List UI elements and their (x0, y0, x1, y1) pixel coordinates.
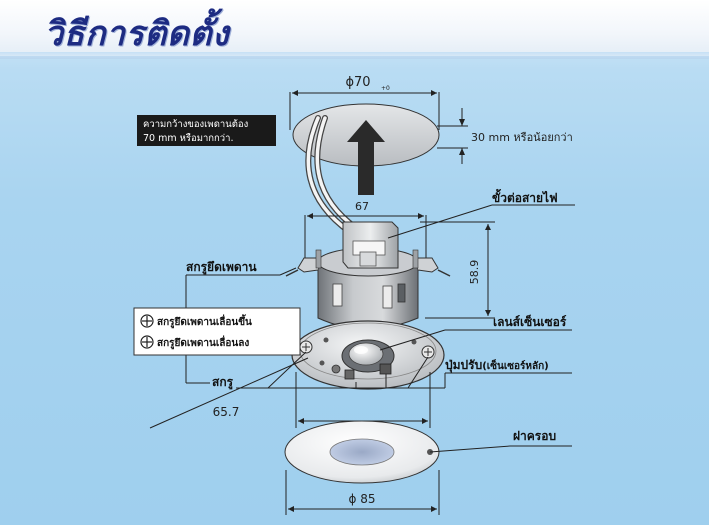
adjust-knob-label: ปุ่มปรับ(เซ็นเซอร์หลัก) (445, 358, 549, 373)
screw-down-label: สกรูยึดเพดานเลื่อนลง (157, 335, 249, 350)
screw-leader (236, 351, 429, 389)
dim-thickness (437, 108, 468, 164)
cover-leader (429, 445, 572, 453)
dim-phi70 (289, 90, 440, 130)
diameter-bottom-label: ϕ 85 (349, 492, 376, 506)
page-title: วิธีการติดตั้ง (44, 14, 230, 54)
sensor-body (285, 221, 451, 330)
cover-label: ฝาครอบ (513, 429, 556, 443)
hole-width-note-line2: 70 mm หรือมากกว่า. (143, 133, 234, 144)
ceiling-screw-label: สกรูยึดเพดาน (186, 260, 257, 275)
dim-58-9 (420, 221, 495, 319)
cover (284, 420, 440, 484)
width-67-label: 67 (355, 200, 369, 213)
hole-width-note: ความกว้างของเพดานต้อง 70 mm หรือมากกว่า. (137, 115, 276, 146)
sensor-flange (291, 320, 445, 390)
hole-width-note-line1: ความกว้างของเพดานต้อง (143, 119, 248, 130)
sensor-lens-label: เลนส์เซ็นเซอร์ (493, 314, 567, 329)
up-arrow-icon (347, 120, 385, 195)
diameter-top-label: ϕ70 (345, 75, 370, 90)
adjust-knob-main: ปุ่มปรับ (445, 358, 482, 373)
dim-65-7-label: 65.7 (213, 405, 240, 419)
screw-label: สกรู (212, 375, 234, 390)
terminal-label: ขั้วต่อสายไฟ (492, 188, 558, 205)
adjust-knob-sub: (เซ็นเซอร์หลัก) (482, 358, 549, 372)
header-bar: วิธีการติดตั้ง (0, 0, 709, 59)
screw-up-label: สกรูยึดเพดานเลื่อนขึ้น (157, 314, 252, 329)
screw-legend: สกรูยึดเพดานเลื่อนขึ้น สกรูยึดเพดานเลื่อ… (133, 307, 301, 356)
sensor-lens-leader (379, 329, 572, 351)
dim-67 (304, 213, 427, 262)
flange-screw-left (299, 340, 313, 354)
screw-down-icon (140, 335, 154, 349)
wire (305, 115, 359, 235)
terminal-leader (387, 204, 575, 239)
screw-up-icon (140, 314, 154, 328)
ceiling-thickness-label: 30 mm หรือน้อยกว่า (471, 131, 573, 144)
height-58-9-label: 58.9 (468, 260, 481, 285)
diameter-top-tolerance: +0 (381, 85, 390, 92)
flange-screw-right (421, 345, 435, 359)
dim-phi85 (285, 470, 440, 515)
